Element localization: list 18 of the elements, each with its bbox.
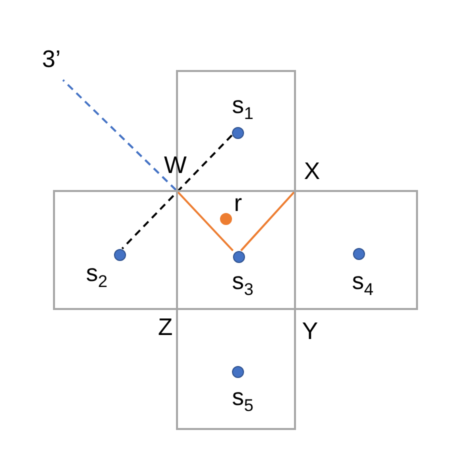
vertex-label: W [164, 152, 187, 180]
vertex-label: Y [302, 318, 318, 346]
point-label: s$_{1}$ [232, 92, 254, 125]
vertex-label: Z [158, 314, 173, 342]
square-cell [176, 308, 296, 430]
square-cell [294, 190, 418, 310]
point-label: s$_{4}$ [352, 268, 374, 301]
point-label: s$_{2}$ [86, 260, 108, 293]
point-label: s$_{3}$ [232, 268, 254, 301]
dashed-line [62, 79, 177, 191]
line-segment [240, 189, 297, 252]
vertex-label: X [304, 158, 320, 186]
vertex-label: 3’ [42, 46, 61, 74]
line-segment [175, 189, 234, 252]
square-cell [53, 190, 178, 310]
dashed-line [121, 134, 233, 250]
point-label: s$_{5}$ [232, 384, 254, 417]
point-label: r [234, 190, 242, 218]
